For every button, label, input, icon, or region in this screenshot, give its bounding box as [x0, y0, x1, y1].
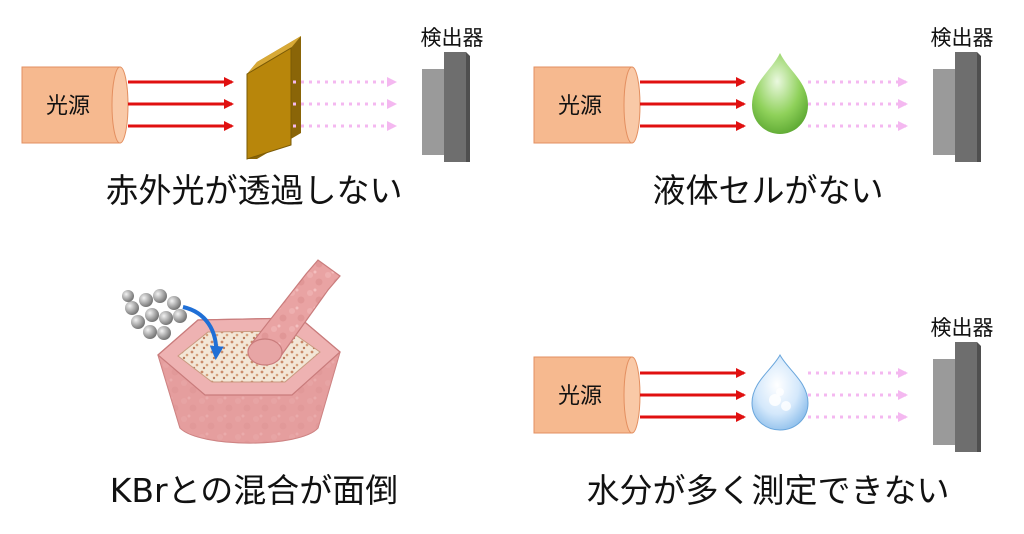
detector: 検出器 [931, 26, 994, 162]
opaque-plate [246, 36, 301, 160]
red-beams [640, 368, 746, 422]
panel-kbr-mixing: KBrとの混合が面倒 [110, 259, 399, 510]
detector-label: 検出器 [421, 26, 484, 50]
pink-beams [808, 368, 908, 422]
liquid-droplet [752, 53, 808, 134]
mortar [157, 317, 341, 444]
powder-particles [122, 289, 187, 340]
detector-label: 検出器 [931, 316, 994, 340]
panel-water-content: 光源 検出器 水分が多く測定できない [533, 316, 994, 510]
caption: 液体セルがない [653, 171, 884, 210]
source-label: 光源 [558, 94, 602, 119]
pestle [247, 259, 341, 366]
panel-no-liquid-cell: 光源 検出器 液体セルがない [533, 26, 994, 210]
pink-beams [808, 77, 908, 131]
water-droplet [751, 353, 809, 431]
pink-beams [293, 77, 397, 131]
light-source: 光源 [21, 66, 129, 144]
source-label: 光源 [46, 94, 90, 119]
light-source: 光源 [533, 66, 641, 144]
red-beams [128, 77, 234, 131]
detector: 検出器 [931, 316, 994, 452]
red-beams [640, 77, 746, 131]
source-label: 光源 [558, 384, 602, 409]
blue-arrow [182, 305, 224, 360]
light-source: 光源 [533, 356, 641, 434]
caption: 水分が多く測定できない [587, 471, 950, 510]
caption: KBrとの混合が面倒 [110, 471, 399, 510]
panel-opaque-plate: 光源 検出器 赤外光が透過しない [21, 26, 484, 210]
detector: 検出器 [421, 26, 484, 162]
caption: 赤外光が透過しない [106, 171, 403, 210]
detector-label: 検出器 [931, 26, 994, 50]
